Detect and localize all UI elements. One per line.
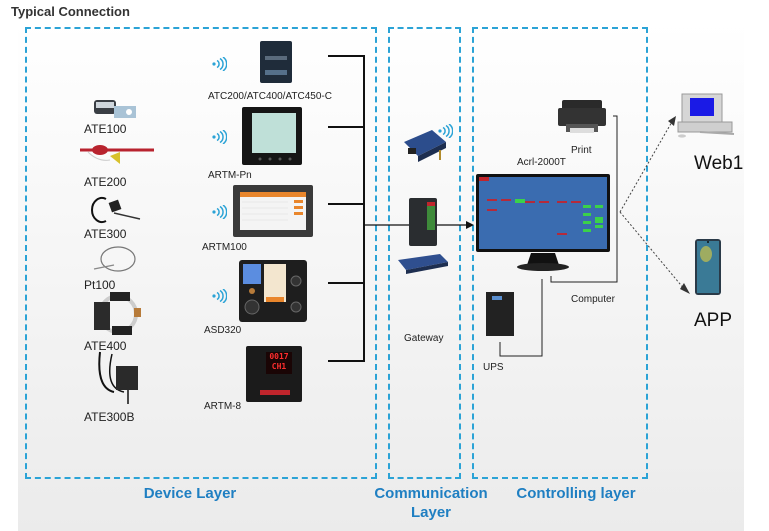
printer-device: [556, 98, 608, 136]
controlling-layer-label: Controlling layer: [516, 485, 636, 502]
artm8-display: 0017 CH1: [266, 352, 292, 374]
atc-label: ATC200/ATC400/ATC450-C: [208, 91, 332, 102]
printer-icon: [558, 100, 606, 133]
ate400-label: ATE400: [84, 339, 127, 353]
artm8-device: 0017 CH1: [246, 346, 302, 402]
gateway-din-device: [407, 196, 441, 248]
computer-label: Computer: [571, 294, 615, 305]
artm-pn-meter-icon: [242, 107, 302, 165]
ups-icon: [486, 292, 514, 336]
asd320-device: [238, 259, 308, 323]
ate300b-icon: [98, 351, 138, 404]
serial-server-icon: [398, 254, 448, 274]
ate100-icon: [94, 100, 136, 118]
device-layer-label: Device Layer: [143, 485, 237, 502]
din-gateway-icon: [409, 198, 437, 246]
atc-module-icon: [260, 41, 292, 83]
ate300-device: [90, 193, 142, 225]
ate300-label: ATE300: [84, 227, 127, 241]
artm100-label: ARTM100: [202, 242, 247, 253]
ate100-label: ATE100: [84, 122, 127, 136]
ups-device: [484, 290, 516, 338]
gateway-serial-device: [396, 252, 450, 274]
computer-monitor: [475, 173, 611, 273]
artm8-label: ARTM-8: [204, 401, 242, 412]
artm8-display-line2: CH1: [271, 362, 287, 371]
device-layer-box: [25, 27, 377, 479]
asd320-label: ASD320: [204, 325, 242, 336]
ate200-label: ATE200: [84, 175, 127, 189]
pt100-label: Pt100: [84, 278, 116, 292]
wifi-icon: [438, 124, 453, 138]
gateway-label: Gateway: [404, 333, 444, 344]
communication-layer-box: [388, 27, 461, 479]
artm100-device: [232, 184, 314, 238]
wifi-icon: [212, 130, 227, 144]
artm-pn-label: ARTM-Pn: [208, 170, 252, 181]
ate300-icon: [91, 197, 141, 223]
artm8-buttons: [260, 390, 290, 395]
ate100-device: [92, 98, 140, 120]
wireless-gateway-icon: [404, 130, 446, 162]
pt100-icon: [93, 246, 136, 272]
desktop-computer-icon: [677, 93, 735, 138]
software-label: Acrl-2000T: [517, 157, 566, 168]
web-client-device: [676, 92, 738, 138]
ups-label: UPS: [483, 362, 504, 373]
app-client-device: [694, 238, 722, 296]
wifi-icon: [212, 289, 227, 303]
pt100-device: [92, 245, 138, 277]
smartphone-icon: [695, 239, 721, 295]
ate400-device: [92, 290, 144, 338]
printer-label: Print: [571, 145, 592, 156]
atc-device: [259, 40, 293, 84]
asd320-controller-icon: [239, 260, 307, 322]
ate400-icon: [94, 292, 141, 335]
diagram-title: Typical Connection: [11, 4, 130, 19]
app-client-label: APP: [694, 310, 733, 331]
wifi-icon: [212, 57, 227, 71]
web-client-label: Web1: [694, 153, 744, 174]
gateway-wireless-device: [402, 126, 452, 162]
artm-pn-device: [240, 105, 304, 167]
ate300b-label: ATE300B: [84, 410, 135, 424]
ate200-icon: [80, 145, 154, 164]
artm100-hmi-icon: [233, 185, 313, 237]
monitor-icon: [476, 174, 610, 271]
ate200-device: [78, 142, 158, 166]
artm8-display-line1: 0017: [269, 352, 289, 361]
wifi-icon: [212, 205, 227, 219]
ate300b-device: [94, 348, 140, 406]
communication-layer-label: Communication Layer: [374, 485, 488, 521]
